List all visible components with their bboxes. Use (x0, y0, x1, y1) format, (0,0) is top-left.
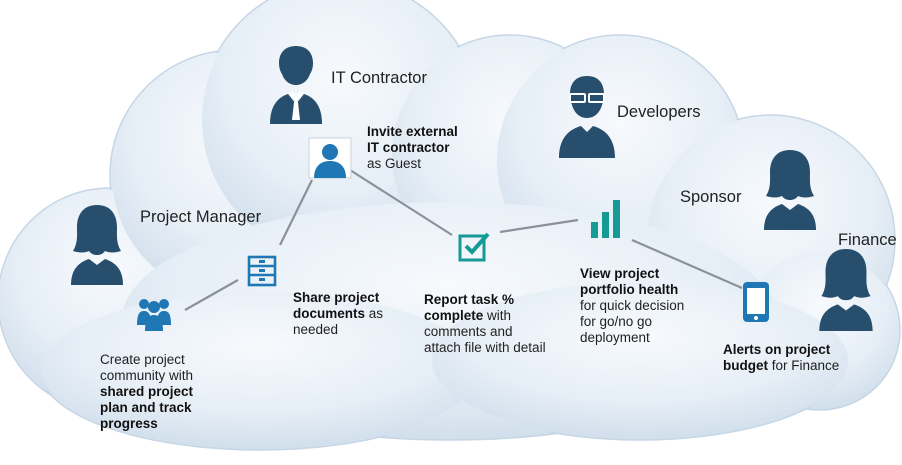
mobile-phone-icon (743, 282, 769, 322)
checkbox-icon (458, 232, 490, 262)
connector-lines (184, 169, 743, 311)
sponsor-avatar-icon (764, 150, 816, 230)
community-people-icon (137, 299, 171, 331)
portfolio-health-text: View project portfolio health for quick … (580, 266, 685, 345)
finance-avatar-icon (819, 249, 873, 331)
role-project-manager: Project Manager (140, 208, 262, 226)
file-cabinet-icon (247, 255, 277, 287)
it-contractor-avatar-icon (270, 46, 322, 124)
role-sponsor: Sponsor (680, 188, 742, 206)
invite-contractor-text: Invite external IT contractor as Guest (367, 124, 458, 171)
report-task-text: Report task % complete with comments and… (424, 292, 546, 355)
project-manager-avatar-icon (71, 205, 123, 285)
budget-alerts-text: Alerts on project budget for Finance (723, 342, 840, 373)
share-documents-text: Share project documents as needed (293, 290, 384, 337)
bar-chart-icon (591, 200, 620, 238)
role-finance: Finance (838, 231, 897, 249)
role-developers: Developers (617, 103, 701, 121)
developer-avatar-icon (559, 76, 615, 158)
create-community-text: Create project community with shared pro… (100, 352, 194, 431)
role-it-contractor: IT Contractor (331, 69, 427, 87)
guest-user-icon (308, 137, 352, 179)
